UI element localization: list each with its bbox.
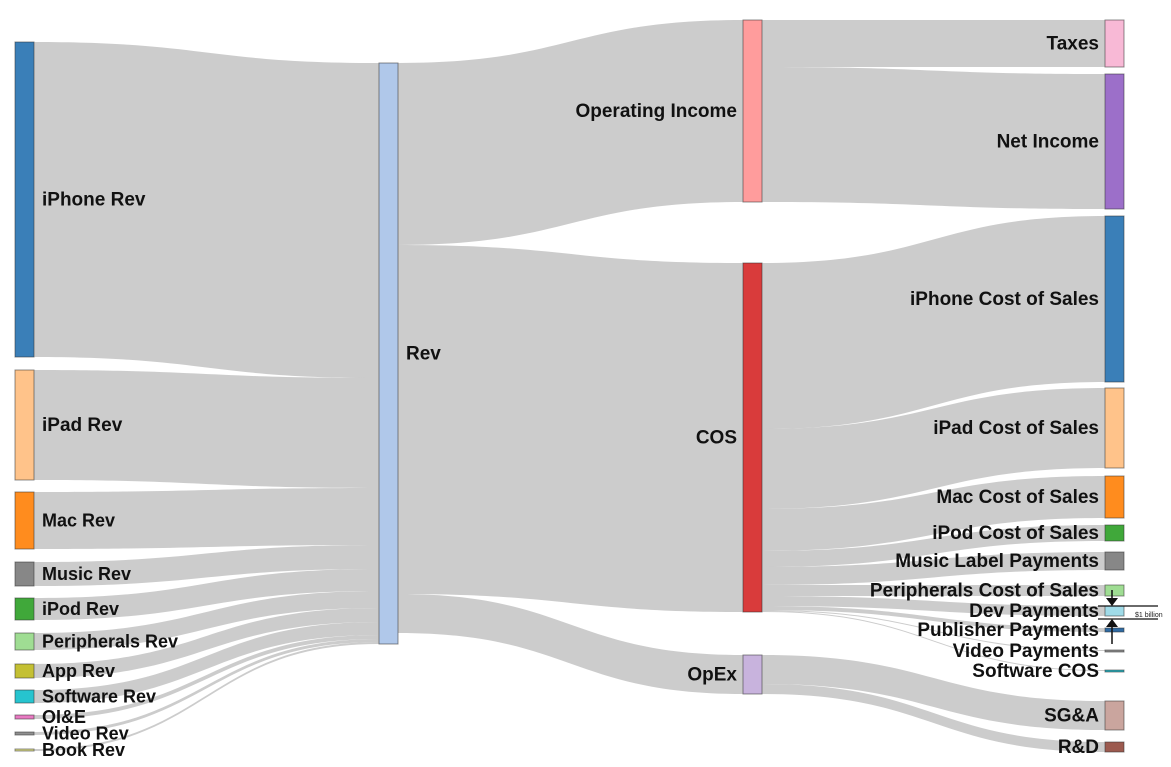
node-mac_cos[interactable]	[1104, 475, 1125, 519]
link-music_rev-to-rev	[34, 545, 379, 586]
label-software_rev: Software Rev	[42, 687, 156, 707]
link-rev-to-opex	[398, 594, 743, 694]
label-ipad_rev: iPad Rev	[42, 415, 123, 436]
label-publisher_payments: Publisher Payments	[917, 620, 1099, 641]
scale-arrow-bottom-head	[1106, 619, 1118, 627]
label-ipod_rev: iPod Rev	[42, 599, 119, 619]
label-book_rev: Book Rev	[42, 740, 125, 760]
label-peripherals_cos: Peripherals Cost of Sales	[870, 581, 1099, 602]
node-software_cos[interactable]	[1104, 669, 1125, 673]
label-music_label_payments: Music Label Payments	[895, 551, 1099, 572]
link-cos-to-mac_cos	[762, 476, 1105, 551]
node-peripherals_rev[interactable]	[14, 632, 35, 651]
label-iphone_rev: iPhone Rev	[42, 190, 146, 211]
scale-label: $1 billion	[1135, 612, 1163, 619]
node-software_rev[interactable]	[14, 689, 35, 704]
node-opex[interactable]	[742, 654, 763, 695]
node-net_income[interactable]	[1104, 73, 1125, 210]
node-ipad_cos[interactable]	[1104, 387, 1125, 469]
links-layer	[34, 20, 1105, 752]
node-publisher_payments[interactable]	[1104, 627, 1125, 633]
label-ipad_cos: iPad Cost of Sales	[933, 418, 1099, 439]
node-iphone_cos[interactable]	[1104, 215, 1125, 383]
node-sga[interactable]	[1104, 700, 1125, 731]
link-mac_rev-to-rev	[34, 488, 379, 549]
link-peripherals_rev-to-rev	[34, 591, 379, 650]
node-ipod_cos[interactable]	[1104, 524, 1125, 542]
label-net_income: Net Income	[997, 132, 1099, 153]
link-cos-to-dev_payments	[762, 596, 1105, 616]
label-sga: SG&A	[1044, 706, 1099, 727]
link-cos-to-publisher_payments	[762, 606, 1105, 632]
link-ipod_rev-to-rev	[34, 569, 379, 620]
label-mac_cos: Mac Cost of Sales	[936, 487, 1099, 508]
link-opex-to-sga	[762, 655, 1105, 730]
link-cos-to-peripherals_cos	[762, 585, 1105, 596]
node-peripherals_cos[interactable]	[1104, 584, 1125, 597]
node-rd[interactable]	[1104, 741, 1125, 753]
link-video_rev-to-rev	[34, 639, 379, 735]
node-iphone_rev[interactable]	[14, 41, 35, 358]
label-taxes: Taxes	[1047, 34, 1099, 55]
node-video_payments[interactable]	[1104, 649, 1125, 653]
link-book_rev-to-rev	[34, 642, 379, 751]
node-music_rev[interactable]	[14, 561, 35, 587]
scale-arrow-top-head	[1106, 598, 1118, 606]
nodes-layer	[14, 19, 1125, 753]
link-iphone_rev-to-rev	[34, 42, 379, 378]
link-ipad_rev-to-rev	[34, 370, 379, 488]
node-music_label_payments[interactable]	[1104, 551, 1125, 571]
node-book_rev[interactable]	[14, 748, 35, 752]
link-rev-to-operating_income	[398, 20, 743, 245]
link-app_rev-to-rev	[34, 608, 379, 678]
link-cos-to-music_label_payments	[762, 552, 1105, 585]
node-dev_payments[interactable]	[1104, 605, 1125, 617]
label-rev: Rev	[406, 344, 441, 365]
label-music_rev: Music Rev	[42, 564, 131, 584]
label-video_payments: Video Payments	[953, 641, 1099, 662]
label-operating_income: Operating Income	[575, 101, 737, 122]
node-video_rev[interactable]	[14, 731, 35, 736]
link-cos-to-video_payments	[762, 610, 1105, 651]
link-cos-to-ipod_cos	[762, 525, 1105, 567]
node-oi_e[interactable]	[14, 714, 35, 720]
node-ipad_rev[interactable]	[14, 369, 35, 481]
label-software_cos: Software COS	[972, 661, 1099, 682]
label-iphone_cos: iPhone Cost of Sales	[910, 289, 1099, 310]
link-rev-to-cos	[398, 245, 743, 612]
link-operating_income-to-taxes	[762, 20, 1105, 67]
link-operating_income-to-net_income	[762, 67, 1105, 209]
node-mac_rev[interactable]	[14, 491, 35, 550]
label-ipod_cos: iPod Cost of Sales	[932, 523, 1099, 544]
link-cos-to-software_cos	[762, 611, 1105, 671]
label-peripherals_rev: Peripherals Rev	[42, 632, 178, 652]
link-cos-to-ipad_cos	[762, 388, 1105, 509]
label-rd: R&D	[1058, 737, 1099, 758]
label-cos: COS	[696, 428, 737, 449]
node-operating_income[interactable]	[742, 19, 763, 203]
label-dev_payments: Dev Payments	[969, 601, 1099, 622]
label-opex: OpEx	[687, 665, 737, 686]
label-video_rev: Video Rev	[42, 724, 129, 744]
node-cos[interactable]	[742, 262, 763, 613]
link-cos-to-iphone_cos	[762, 216, 1105, 429]
node-app_rev[interactable]	[14, 663, 35, 679]
node-rev[interactable]	[378, 62, 399, 645]
link-software_rev-to-rev	[34, 622, 379, 703]
scale-annotation: $1 billion	[1098, 590, 1163, 644]
node-ipod_rev[interactable]	[14, 597, 35, 621]
label-mac_rev: Mac Rev	[42, 511, 115, 531]
link-oi_e-to-rev	[34, 635, 379, 719]
label-oi_e: OI&E	[42, 707, 86, 727]
label-app_rev: App Rev	[42, 661, 115, 681]
node-taxes[interactable]	[1104, 19, 1125, 68]
link-opex-to-rd	[762, 684, 1105, 752]
